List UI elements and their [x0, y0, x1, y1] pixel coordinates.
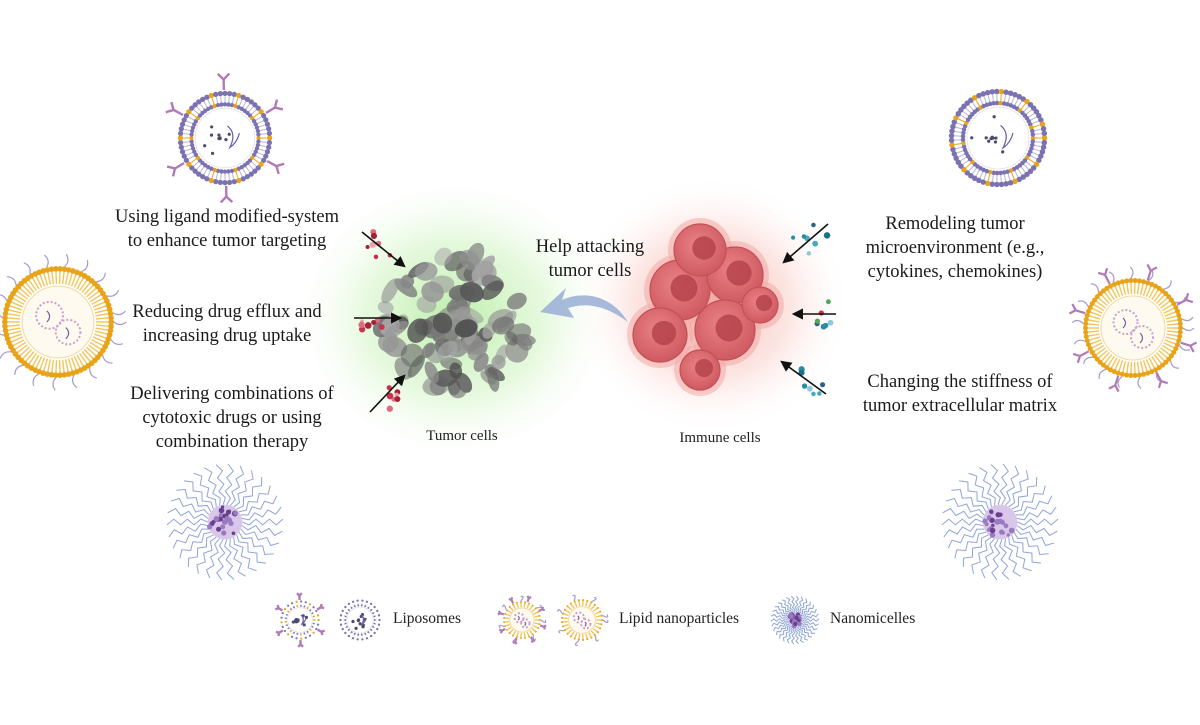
- nanomicelle-bottom-right: [942, 464, 1058, 580]
- immune-cell-nucleus: [692, 236, 715, 259]
- caption-help-attacking: Help attacking tumor cells: [520, 235, 660, 283]
- legend-nanomicelles-label: Nanomicelles: [830, 610, 915, 628]
- immune-cell-nucleus: [652, 321, 676, 345]
- tumor-cells-label: Tumor cells: [412, 428, 512, 445]
- lipid-nanoparticle-left: [0, 254, 126, 390]
- immune-cell-nucleus: [695, 359, 713, 377]
- immune-cell-nucleus: [671, 275, 698, 302]
- legend-nanomicelle-icon: [771, 596, 819, 644]
- legend-liposome-antibody-icon: [275, 593, 324, 647]
- immune-cell-nucleus: [716, 315, 743, 342]
- caption-remodeling-microenvironment: Remodeling tumor microenvironment (e.g.,…: [845, 212, 1065, 284]
- caption-ligand-targeting: Using ligand modified-system to enhance …: [92, 205, 362, 253]
- caption-combination-therapy: Delivering combinations of cytotoxic dru…: [112, 382, 352, 454]
- lipid-nanoparticle-right: [1069, 264, 1196, 391]
- legend-liposomes-label: Liposomes: [393, 610, 461, 628]
- legend-lnp-antibody-icon: [498, 596, 546, 644]
- immune-cell-nucleus: [756, 295, 772, 311]
- caption-matrix-stiffness: Changing the stiffness of tumor extracel…: [840, 370, 1080, 418]
- nanomicelle-bottom-left: [167, 464, 283, 580]
- immune-cells-label: Immune cells: [665, 430, 775, 447]
- legend-lipid-nanoparticles-label: Lipid nanoparticles: [619, 610, 739, 628]
- immune-cell-nucleus: [726, 260, 751, 285]
- legend-liposome-icon: [339, 599, 380, 640]
- legend-lnp-icon: [558, 595, 608, 645]
- caption-drug-efflux: Reducing drug efflux and increasing drug…: [112, 300, 342, 348]
- liposome-antibody-top-left: [166, 74, 284, 203]
- liposome-top-right: [949, 89, 1047, 187]
